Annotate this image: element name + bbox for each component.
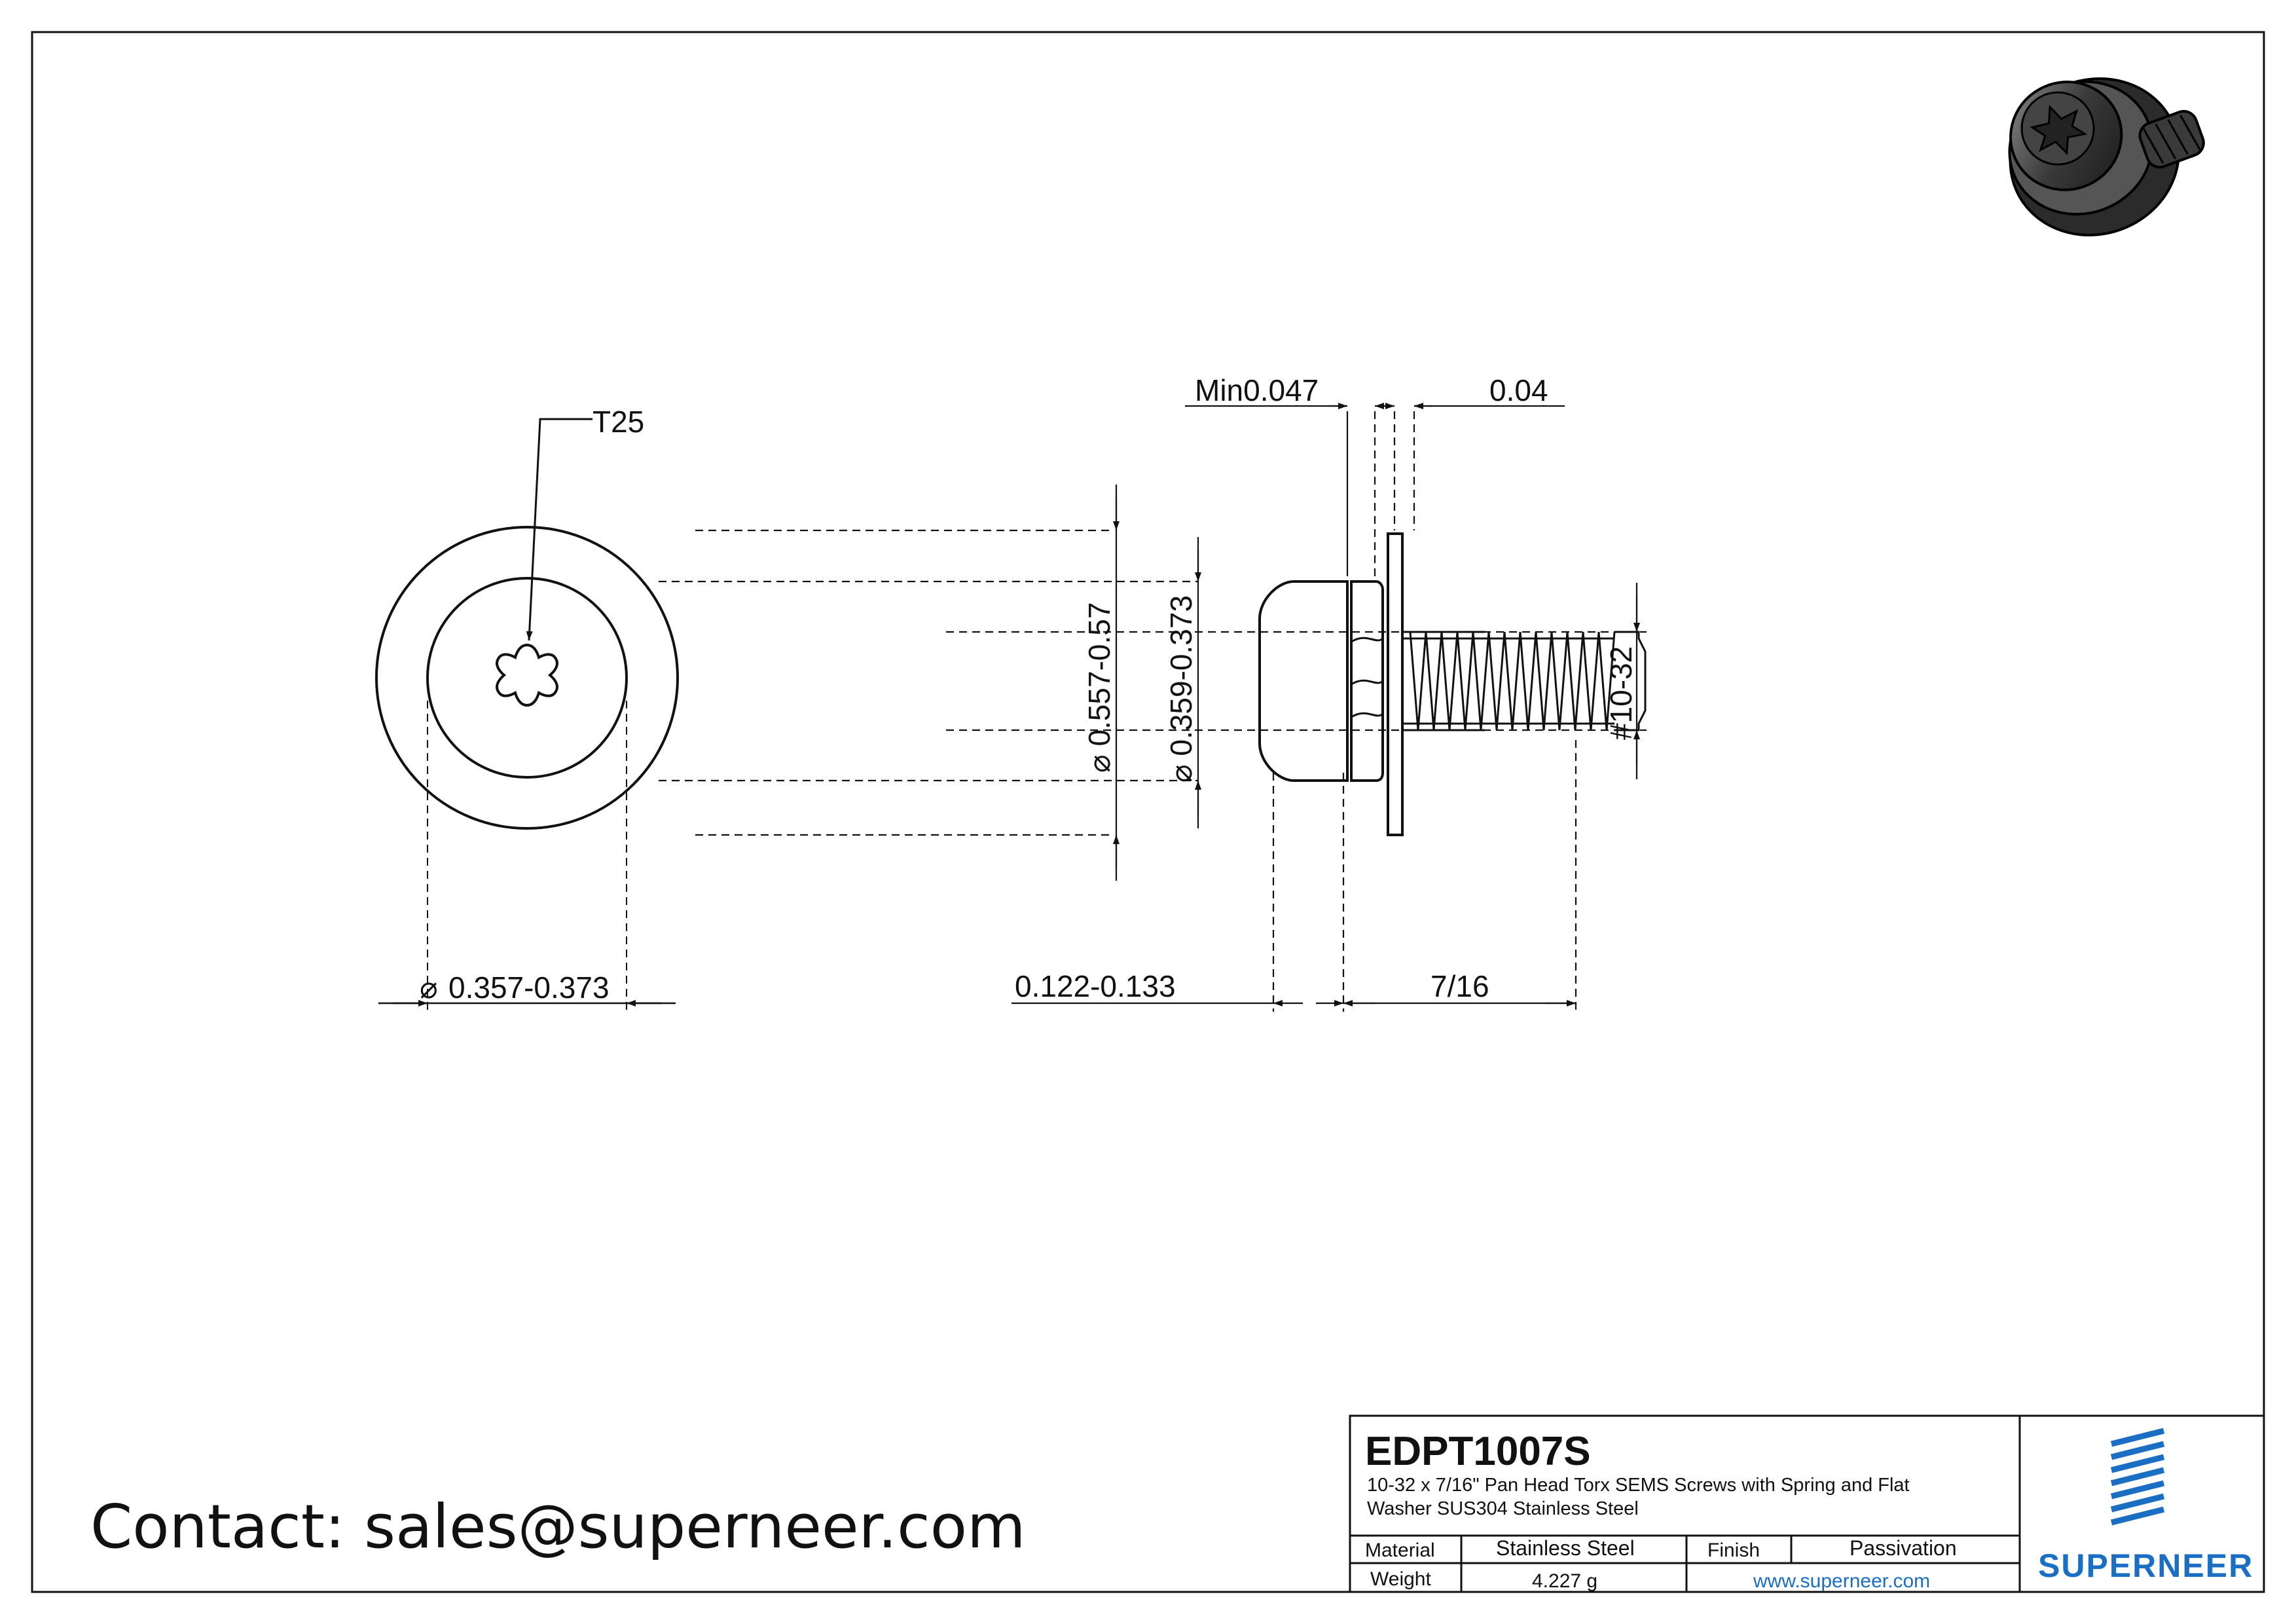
flat-washer-diameter-label: ⌀ 0.557-0.57 [1082,602,1116,773]
torx-leader-line [526,418,592,641]
head-height-label: 0.122-0.133 [1015,969,1176,1003]
brand-name: SUPERNEER [2038,1547,2253,1584]
spring-washer-split [1351,637,1384,718]
pan-head [1258,580,1349,782]
screw-3d-render [2008,77,2205,237]
title-block [1349,1414,2265,1593]
spring-washer [1350,580,1384,782]
side-view [1258,532,1647,836]
weight-label: Weight [1370,1568,1431,1590]
finish-value: Passivation [1850,1536,1957,1560]
weight-value: 4.227 g [1532,1570,1597,1592]
flat-washer-thickness-label: 0.04 [1489,373,1548,407]
spring-washer-diameter-label: ⌀ 0.359-0.373 [1164,595,1198,783]
contact-text: Contact: sales@superneer.com [90,1492,1026,1562]
flat-washer [1387,532,1404,836]
spring-washer-thickness-label: Min0.047 [1195,373,1319,407]
top-view: T25 ⌀ 0.357-0.373 [375,405,679,1012]
part-number: EDPT1007S [1365,1429,1591,1474]
sheet-border [31,31,2265,1593]
screw-length-label: 7/16 [1430,969,1489,1003]
finish-label: Finish [1707,1540,1760,1561]
website-link[interactable]: www.superneer.com [1753,1570,1930,1592]
superneer-logo-icon [2110,1428,2165,1526]
flat-washer-outline [375,526,679,830]
material-value: Stainless Steel [1496,1536,1635,1560]
torx-drive-label: T25 [592,405,644,439]
torx-recess-icon [496,643,558,707]
head-dia-symbol: ⌀ [420,970,438,1005]
thread-size-label: #10-32 [1604,646,1638,740]
head-diameter-label: 0.357-0.373 [448,970,610,1005]
description-line-1: 10-32 x 7/16" Pan Head Torx SEMS Screws … [1367,1475,1910,1496]
side-dimension-text: ⌀ 0.557-0.57 ⌀ 0.359-0.373 #10-32 Min0.0… [1015,373,1638,1003]
material-label: Material [1365,1540,1435,1561]
description-line-2: Washer SUS304 Stainless Steel [1367,1498,1639,1519]
threaded-shank [1402,631,1647,731]
head-outline [426,577,628,779]
active-dimensions [659,403,1647,1012]
